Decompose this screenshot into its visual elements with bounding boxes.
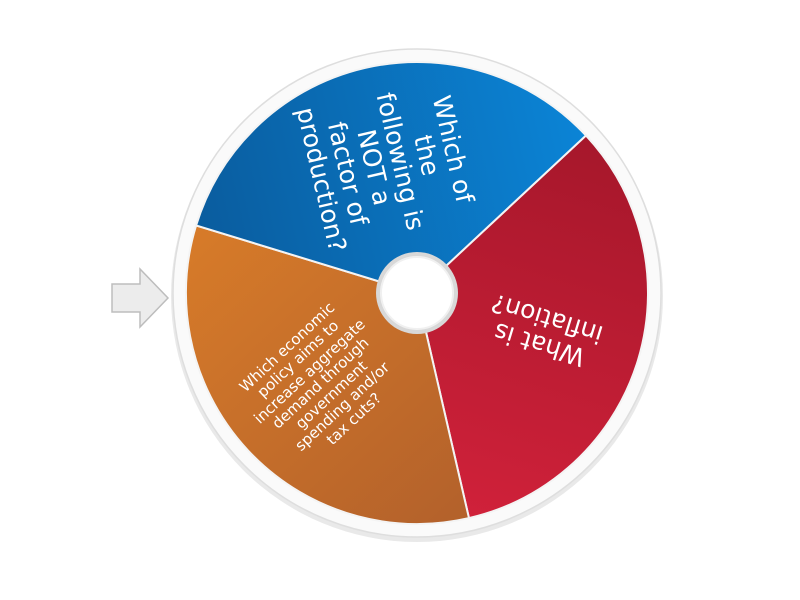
wheel-segment[interactable] bbox=[194, 61, 588, 295]
wheel-segment[interactable] bbox=[415, 134, 649, 520]
arrow-right-icon bbox=[110, 266, 172, 334]
wheel-hub[interactable] bbox=[380, 256, 454, 330]
